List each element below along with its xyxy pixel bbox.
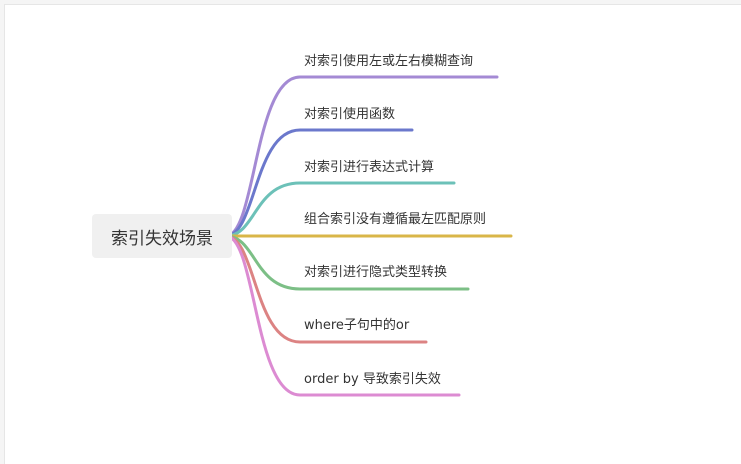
branch-topic-6[interactable]: where子句中的or — [304, 318, 410, 333]
connector-1 — [224, 75, 499, 238]
connector-3 — [224, 181, 456, 238]
branch-topic-1[interactable]: 对索引使用左或左右模糊查询 — [304, 54, 474, 69]
connector-2 — [224, 128, 414, 238]
root-topic[interactable]: 索引失效场景 — [92, 214, 232, 258]
branch-topic-7[interactable]: order by 导致索引失效 — [304, 372, 441, 387]
branch-topic-4[interactable]: 组合索引没有遵循最左匹配原则 — [304, 212, 487, 227]
branch-topic-2[interactable]: 对索引使用函数 — [304, 107, 396, 122]
connector-7 — [224, 234, 461, 397]
branch-topic-5[interactable]: 对索引进行隐式类型转换 — [304, 265, 448, 280]
root-topic-label: 索引失效场景 — [111, 228, 213, 249]
branch-topic-3[interactable]: 对索引进行表达式计算 — [304, 160, 435, 175]
connector-5 — [224, 234, 470, 291]
